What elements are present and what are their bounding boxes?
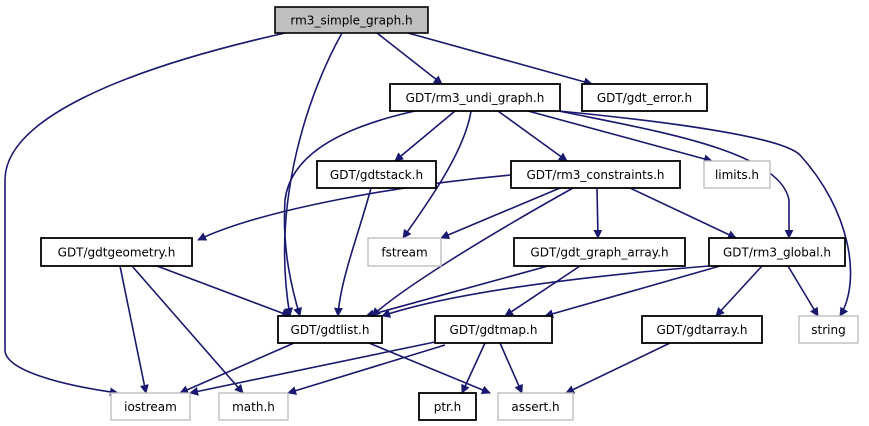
node-root[interactable]: rm3_simple_graph.h [274, 6, 429, 34]
node-global[interactable]: GDT/rm3_global.h [708, 237, 846, 267]
edge-root-gdtlist [283, 32, 343, 317]
node-box [277, 315, 383, 344]
node-ptr[interactable]: ptr.h [418, 392, 477, 421]
node-constraints[interactable]: GDT/rm3_constraints.h [510, 160, 681, 189]
edge-gdtmap-iostream [189, 341, 436, 396]
node-box [798, 315, 859, 344]
edge-constraints-fstream [440, 187, 561, 240]
edge-gdtmap-math [287, 344, 446, 395]
edge-constraints-gdtlist [371, 187, 574, 317]
edge-constraints-global [629, 187, 737, 239]
node-box [510, 160, 681, 189]
edge-root-undi [376, 32, 443, 85]
edge-undi-gdtstack [394, 110, 456, 162]
node-label: GDT/gdtstack.h [330, 168, 423, 182]
node-label: limits.h [715, 168, 759, 182]
node-box [513, 237, 686, 267]
edge-geometry-math [131, 265, 244, 394]
edge-gdtarray-assert [565, 342, 671, 394]
edge-gdtstack-gdtlist [333, 187, 372, 317]
node-box [418, 392, 477, 421]
edge-global-string [787, 265, 819, 317]
node-label: iostream [124, 400, 177, 414]
node-box [703, 160, 771, 189]
node-box [581, 83, 708, 112]
node-box [40, 237, 193, 267]
edge-undi-gdtlist [283, 110, 416, 317]
node-box [389, 83, 561, 112]
node-gdtlist[interactable]: GDT/gdtlist.h [277, 315, 383, 344]
node-label: GDT/rm3_undi_graph.h [406, 91, 545, 105]
node-box [110, 392, 191, 421]
node-box [316, 160, 437, 189]
node-label: math.h [232, 400, 275, 414]
edge-constraints-geometry [197, 174, 512, 241]
node-gdtstack[interactable]: GDT/gdtstack.h [316, 160, 437, 189]
node-label: ptr.h [434, 400, 462, 414]
node-undi[interactable]: GDT/rm3_undi_graph.h [389, 83, 561, 112]
node-box [218, 392, 289, 421]
edge-gdtmap-ptr [461, 342, 486, 394]
node-label: GDT/rm3_constraints.h [526, 168, 664, 182]
node-geometry[interactable]: GDT/gdtgeometry.h [40, 237, 193, 267]
edge-undi-limits [527, 110, 713, 164]
node-math: math.h [218, 392, 289, 421]
edge-grapharray-gdtlist [365, 265, 549, 319]
node-grapharray[interactable]: GDT/gdt_graph_array.h [513, 237, 686, 267]
node-box [367, 237, 442, 267]
node-string: string [798, 315, 859, 344]
node-label: GDT/gdtmap.h [450, 323, 538, 337]
node-label: assert.h [511, 400, 559, 414]
edge-geometry-iostream [119, 265, 149, 394]
edge-undi-fstream [402, 110, 472, 239]
node-gdterror[interactable]: GDT/gdt_error.h [581, 83, 708, 112]
edge-global-gdtarray [715, 265, 763, 317]
node-limits: limits.h [703, 160, 771, 189]
node-box [708, 237, 846, 267]
node-label: GDT/gdt_error.h [597, 91, 692, 105]
edge-root-iostream [4, 32, 286, 397]
edge-global-gdtmap [544, 265, 721, 319]
node-iostream: iostream [110, 392, 191, 421]
node-gdtmap[interactable]: GDT/gdtmap.h [434, 315, 553, 344]
edge-constraints-grapharray [593, 187, 603, 239]
node-box [274, 6, 429, 34]
node-gdtarray[interactable]: GDT/gdtarray.h [641, 315, 763, 344]
edge-grapharray-gdtmap [504, 265, 581, 317]
edge-gdtlist-iostream [179, 342, 295, 394]
node-box [497, 392, 574, 421]
node-box [641, 315, 763, 344]
node-label: GDT/gdtgeometry.h [58, 246, 176, 260]
edge-root-gdterror [407, 32, 593, 87]
edge-global-gdtlist [381, 265, 710, 318]
node-label: GDT/gdt_graph_array.h [530, 246, 668, 260]
node-label: GDT/gdtlist.h [291, 323, 370, 337]
edge-geometry-gdtlist [156, 265, 291, 318]
node-label: fstream [381, 246, 427, 260]
edge-gdtmap-assert [499, 342, 523, 394]
edge-undi-string [558, 110, 852, 317]
node-label: GDT/gdtarray.h [656, 323, 747, 337]
node-label: rm3_simple_graph.h [290, 14, 412, 28]
node-assert: assert.h [497, 392, 574, 421]
node-label: GDT/rm3_global.h [723, 246, 831, 260]
node-label: string [811, 323, 845, 337]
edge-undi-constraints [497, 110, 568, 162]
edge-undi-global [558, 110, 794, 239]
node-box [434, 315, 553, 344]
node-fstream: fstream [367, 237, 442, 267]
